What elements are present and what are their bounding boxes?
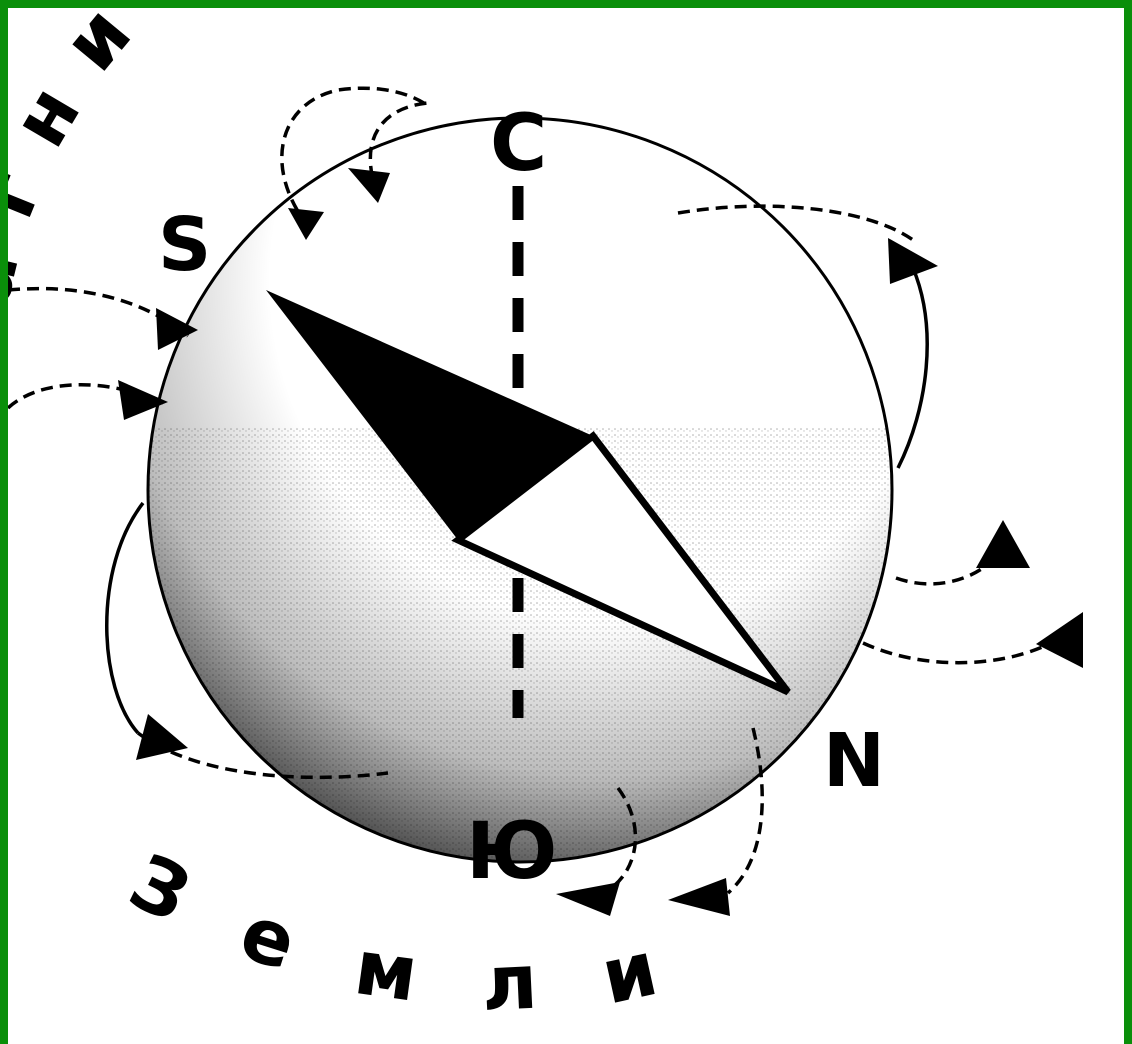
label-geographic-north: С [490,99,547,189]
caption-bottom-arc: Земли [117,836,734,1028]
compass-diagram: агнитное поле Земли С Ю S N [8,8,1124,1044]
label-geographic-south: Ю [466,807,558,897]
arrow-icon [976,520,1030,568]
arrow-icon [668,878,730,916]
arrow-icon [888,238,938,284]
arrow-icon [1036,612,1083,668]
arrow-icon [556,882,620,916]
label-magnetic-s: S [158,202,211,288]
label-magnetic-n: N [823,718,885,804]
arrow-icon [136,714,188,760]
